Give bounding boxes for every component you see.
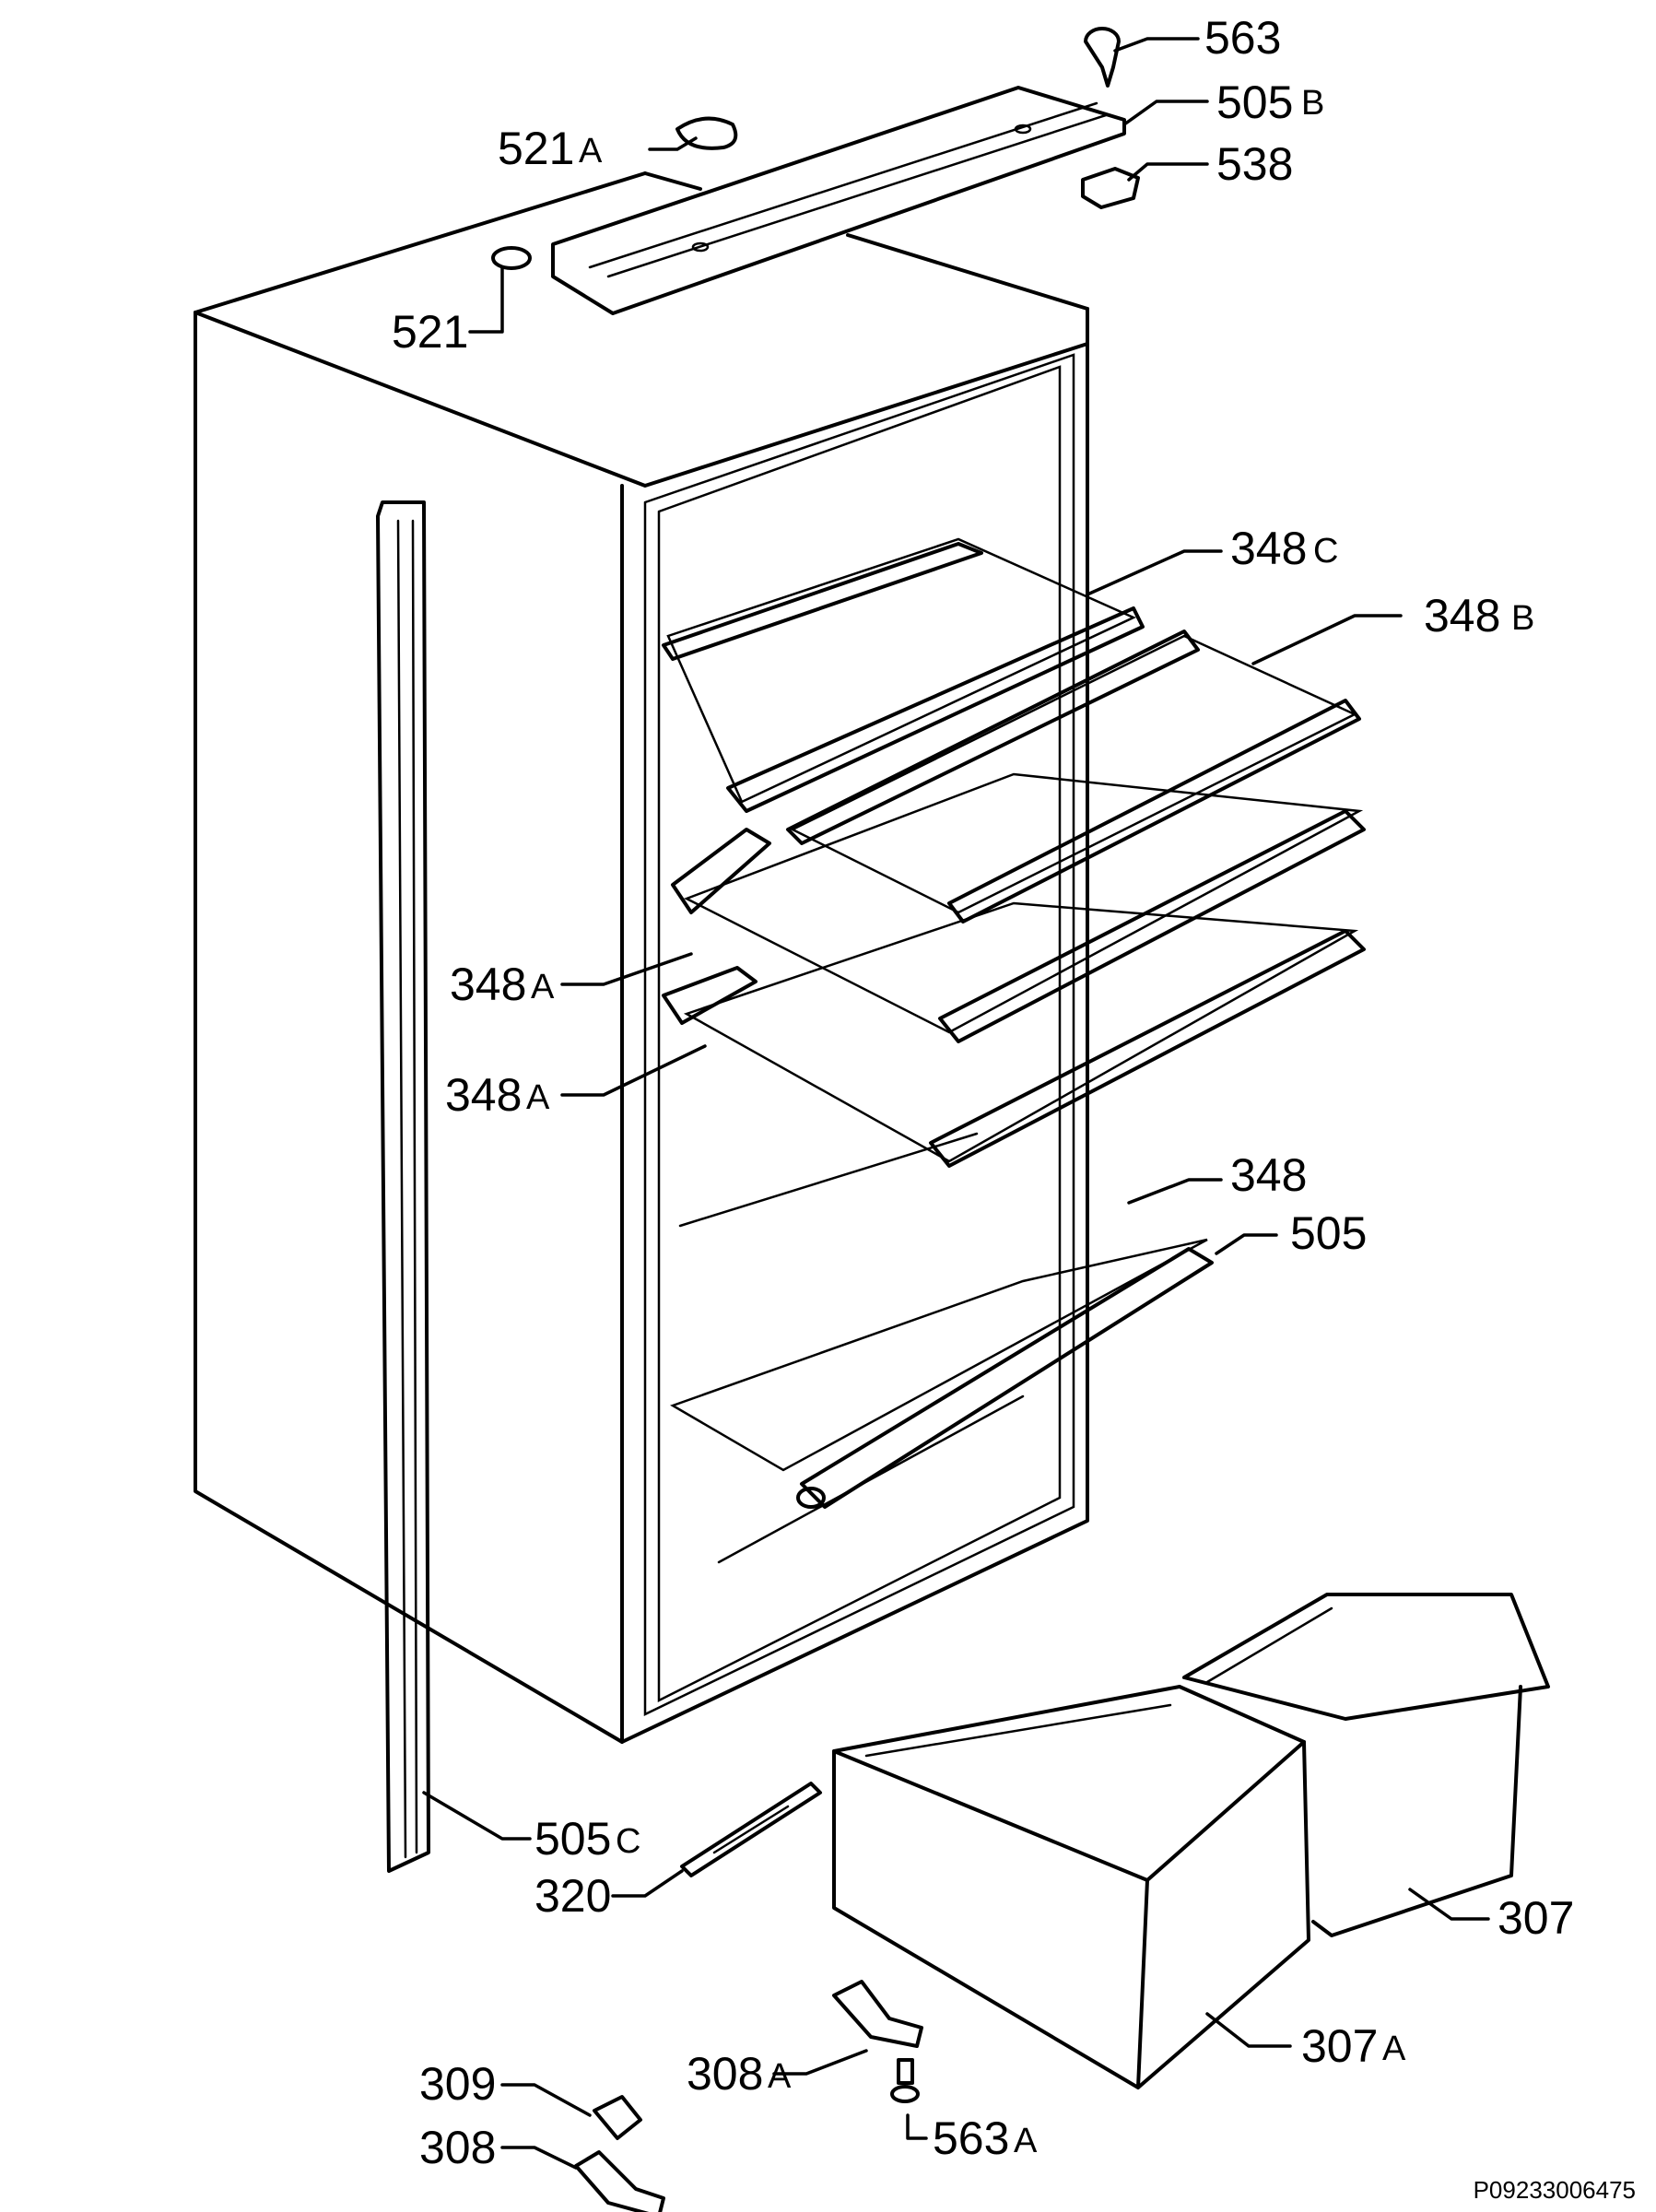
callout-538: 538	[1216, 138, 1293, 190]
callout-348b: 348 B	[1424, 590, 1534, 641]
callout-348c: 348 C	[1230, 523, 1338, 574]
callout-505: 505	[1290, 1207, 1367, 1259]
callout-number: 505	[1290, 1207, 1367, 1259]
shelf-348b	[786, 629, 1361, 924]
callout-309: 309	[419, 2058, 496, 2110]
callout-505b: 505 B	[1216, 76, 1324, 128]
cabinet	[194, 171, 1089, 1744]
pin-538	[1081, 167, 1140, 209]
callout-number: 521	[498, 123, 574, 174]
shelf-348c	[662, 537, 1145, 813]
callout-308: 308	[419, 2122, 496, 2173]
callout-348: 348	[1230, 1149, 1307, 1201]
callout-suffix: A	[531, 968, 555, 1006]
callout-505c: 505 C	[534, 1813, 640, 1865]
callout-suffix: A	[1014, 2122, 1038, 2160]
callout-320: 320	[534, 1870, 611, 1922]
callout-563a: 563 A	[933, 2112, 1038, 2164]
callout-number: 348	[1230, 523, 1307, 574]
callout-number: 320	[534, 1870, 611, 1922]
callout-number: 538	[1216, 138, 1293, 190]
drawing-code: P09233006475	[1474, 2176, 1636, 2204]
callout-number: 348	[1230, 1149, 1307, 1201]
callout-number: 307	[1301, 2020, 1378, 2072]
callout-521: 521	[392, 306, 468, 358]
callout-suffix: A	[1382, 2030, 1406, 2068]
shelf-348a-lower	[662, 901, 1366, 1168]
callout-number: 348	[1424, 590, 1500, 641]
shelf-348	[670, 1132, 1208, 1472]
callout-suffix: C	[1313, 532, 1338, 571]
callout-number: 563	[933, 2112, 1009, 2164]
callout-suffix: C	[616, 1822, 640, 1861]
callout-307a: 307 A	[1301, 2020, 1406, 2072]
callout-number: 308	[687, 2048, 763, 2100]
bracket-308a	[832, 1980, 923, 2048]
callout-number: 505	[534, 1813, 611, 1865]
screw-563	[1084, 27, 1121, 88]
callout-521a: 521 A	[498, 123, 603, 174]
cap-521a	[675, 116, 738, 150]
callout-number: 521	[392, 306, 468, 358]
door-bin-307	[1182, 1593, 1550, 1937]
callout-348a-lower: 348 A	[445, 1069, 550, 1121]
callout-number: 505	[1216, 76, 1293, 128]
callout-number: 309	[419, 2058, 496, 2110]
callout-number: 348	[450, 959, 526, 1010]
callout-348a-upper: 348 A	[450, 959, 555, 1010]
callout-number: 307	[1497, 1892, 1574, 1944]
callout-number: 563	[1204, 12, 1281, 64]
callout-563: 563	[1204, 12, 1281, 64]
callout-suffix: A	[768, 2057, 792, 2096]
bracket-308	[574, 2150, 665, 2212]
callout-307: 307	[1497, 1892, 1574, 1944]
door-bin-307a	[832, 1685, 1310, 2089]
callout-suffix: A	[526, 1078, 550, 1117]
callout-308a: 308 A	[687, 2048, 792, 2100]
cap-521	[491, 246, 532, 270]
screw-563a	[890, 2058, 920, 2103]
top-hinge-bracket	[551, 86, 1126, 315]
shelf-rail-505	[796, 1247, 1214, 1509]
callout-suffix: B	[1301, 84, 1324, 123]
cap-309	[593, 2095, 642, 2140]
callout-suffix: A	[579, 132, 603, 171]
callout-number: 308	[419, 2122, 496, 2173]
callout-number: 348	[445, 1069, 522, 1121]
shelf-348a-upper	[671, 772, 1366, 1043]
leader-lines	[422, 37, 1490, 2170]
door-seal-strip	[376, 500, 430, 1873]
door-rail-320	[680, 1782, 822, 1877]
shelf-support-line	[717, 1394, 1025, 1564]
callout-suffix: B	[1511, 599, 1534, 638]
